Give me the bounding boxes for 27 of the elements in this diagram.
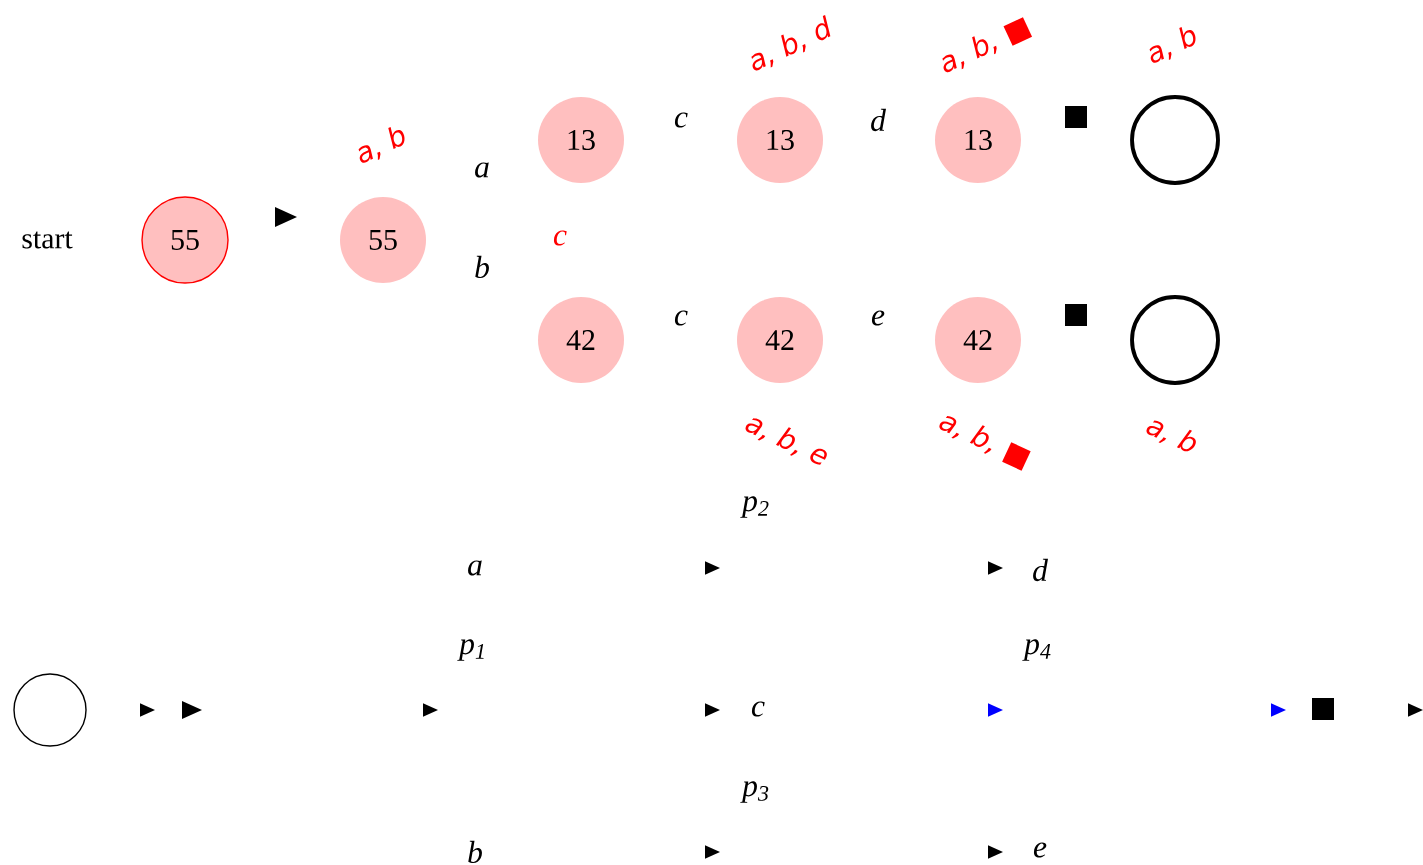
loop-label: a, b xyxy=(358,126,405,163)
symbol-label: d xyxy=(1033,558,1048,582)
symbol-label: e xyxy=(1033,842,1047,858)
loop-label: a, b xyxy=(1146,420,1196,452)
state-circle xyxy=(13,673,87,747)
symbol-label: d xyxy=(871,108,886,132)
loop-label: a, b xyxy=(1149,26,1196,63)
loop-label: a, b, ■ xyxy=(942,17,1033,73)
symbol-label: a xyxy=(475,162,489,178)
loop-label: a, b, d xyxy=(751,15,831,71)
symbol-label: c xyxy=(674,310,688,326)
symbol-label: p$_{4}$ xyxy=(1022,639,1051,661)
state-circle xyxy=(1130,295,1220,385)
symbol-label: a xyxy=(468,560,482,576)
symbol-label: c xyxy=(751,701,765,717)
state-circle xyxy=(1130,95,1220,185)
symbol-label: e xyxy=(871,310,885,326)
start-label: start xyxy=(22,231,73,249)
symbol-label: p$_{2}$ xyxy=(740,496,769,518)
symbol-label: p$_{3}$ xyxy=(740,781,769,803)
loop-label: a, b, ■ xyxy=(939,416,1031,471)
symbol-label: b xyxy=(475,255,489,279)
symbol-label: p$_{1}$ xyxy=(457,639,484,661)
symbol-label: c xyxy=(674,112,688,128)
symbol-label: c xyxy=(553,230,567,246)
loop-label: a, b, e xyxy=(745,418,827,465)
symbol-label: b xyxy=(468,840,482,864)
